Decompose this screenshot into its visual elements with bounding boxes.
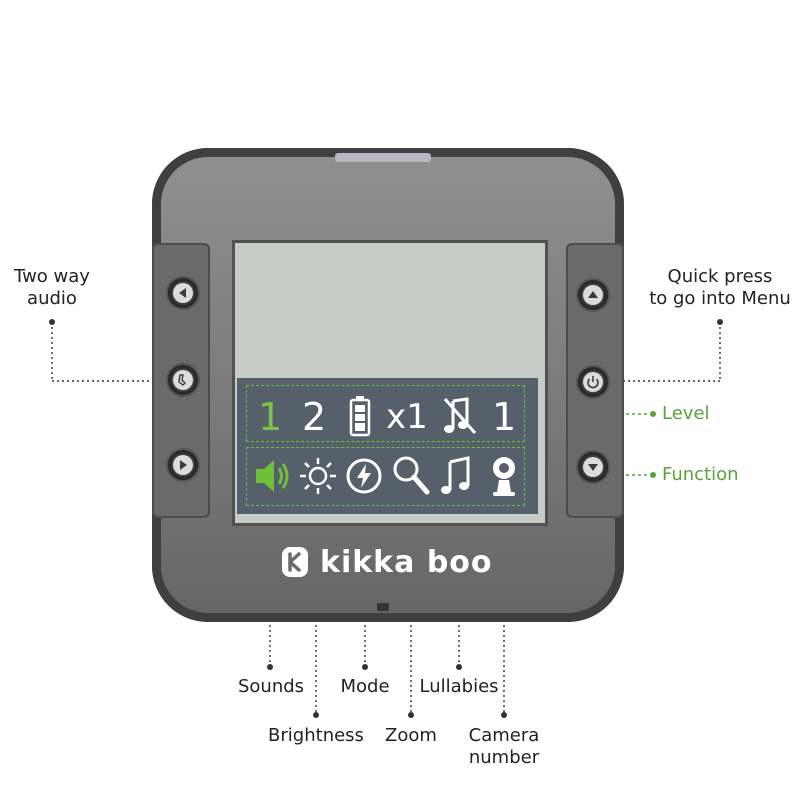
speaker-icon [256,460,289,492]
down-arrow-icon [583,457,603,477]
zoom-icon [393,456,430,495]
volume-level-indicator: 1 [492,395,517,439]
status-panel [237,378,538,514]
mode-icon [346,458,382,494]
music-muted-icon [443,397,477,434]
kikkaboo-logo-icon [282,547,308,577]
camera-icon [493,457,515,496]
power-menu-button[interactable] [578,367,608,397]
up-arrow-icon [583,285,603,305]
top-indicator-strip [335,153,431,162]
camera-one-indicator: 1 [258,395,283,439]
two-way-audio-button[interactable] [168,365,198,395]
right-button[interactable] [168,450,198,480]
two-way-audio-icon [173,370,193,390]
brightness-icon [300,458,336,494]
lullaby-icon [441,456,470,494]
zoom-label: Zoom [385,725,437,746]
down-button[interactable] [578,452,608,482]
right-arrow-icon [173,455,193,475]
menu-label: Quick press to go into Menu [649,266,791,309]
left-button[interactable] [168,278,198,308]
power-icon [583,372,603,392]
level-row-highlight [246,385,525,442]
mode-label: Mode [340,676,390,697]
function-label: Function [662,464,739,485]
up-button[interactable] [578,280,608,310]
camera-two-indicator: 2 [302,395,327,439]
sounds-label: Sounds [237,676,305,697]
camera-number-label: Camera number [468,725,540,768]
two-way-audio-label: Two way audio [14,266,90,309]
level-label: Level [662,403,710,424]
bottom-port [377,603,389,611]
battery-icon [349,396,371,437]
brand-logo-text: kikka boo [320,545,493,580]
lullabies-label: Lullabies [419,676,499,697]
function-row-highlight [246,447,525,506]
left-arrow-icon [173,283,193,303]
zoom-level-indicator: x1 [386,397,428,437]
brightness-label: Brightness [268,725,364,746]
